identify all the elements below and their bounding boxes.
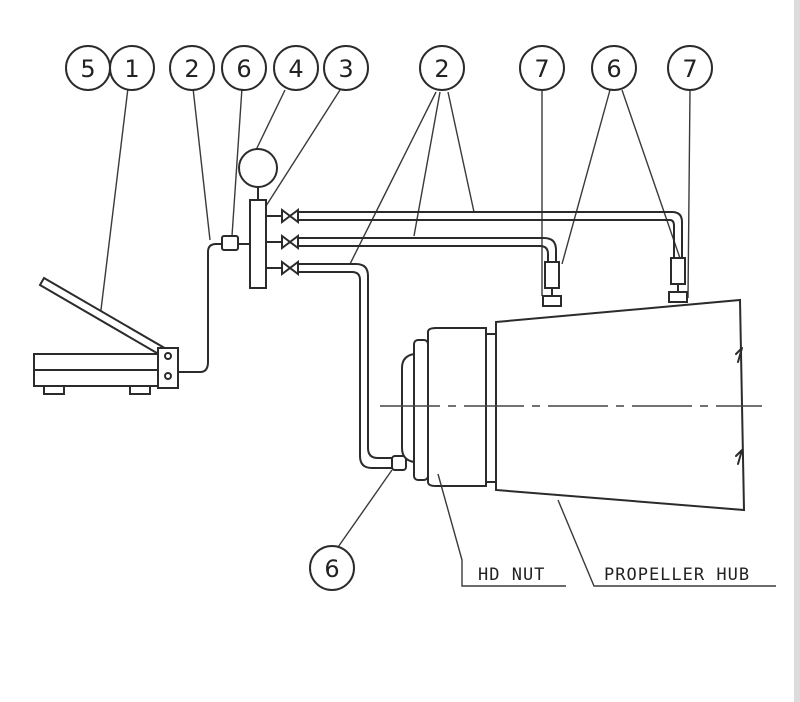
leader-3	[265, 89, 341, 207]
balloon-2: 2	[169, 45, 215, 91]
pump-pivot-bottom	[164, 372, 172, 380]
balloon-2-pipes: 2	[419, 45, 465, 91]
balloon-6-text: 6	[236, 55, 251, 83]
pipe-bottom	[298, 263, 394, 469]
balloon-5: 5	[65, 45, 111, 91]
hd-nut-body	[427, 327, 487, 487]
balloon-6-bottom: 6	[309, 545, 355, 591]
leader-2b-3	[447, 91, 475, 213]
coupling-left	[544, 261, 560, 289]
valve-bottom	[265, 260, 299, 276]
leader-6c	[335, 469, 393, 551]
image-right-edge	[794, 0, 800, 702]
leader-6b-1	[561, 89, 611, 265]
leader-2b-1	[349, 91, 437, 265]
balloon-3-text: 3	[338, 55, 353, 83]
balloon-1-text: 1	[124, 55, 139, 83]
hub-body	[495, 298, 746, 512]
leader-lines	[99, 87, 691, 551]
hd-nut-cap	[401, 352, 415, 464]
hub-couplings	[542, 257, 688, 307]
balloon-4: 4	[273, 45, 319, 91]
balloon-3: 3	[323, 45, 369, 91]
plug-right	[668, 291, 688, 303]
pump-pivot-top	[164, 352, 172, 360]
leader-7b	[687, 89, 691, 299]
leader-4	[255, 89, 286, 151]
check-valve-inlet	[221, 235, 239, 251]
balloon-7-left: 7	[519, 45, 565, 91]
balloon-6-bottom-text: 6	[324, 555, 339, 583]
pipe-top	[298, 211, 683, 258]
balloon-7-right-text: 7	[682, 55, 697, 83]
propeller-hub	[495, 298, 746, 512]
hydraulic-pump	[33, 276, 179, 395]
hd-nut-leader	[437, 473, 566, 587]
hub-break-marks	[735, 347, 743, 465]
gauge-dial	[238, 148, 278, 188]
balloon-7-left-text: 7	[534, 55, 549, 83]
balloon-2-text: 2	[184, 55, 199, 83]
leader-2a	[192, 87, 211, 241]
propeller-hub-label: PROPELLER HUB	[604, 565, 750, 585]
propeller-hub-leader	[557, 499, 776, 587]
outlet-valves	[265, 208, 299, 276]
plug-left	[542, 295, 562, 307]
balloon-2-pipes-text: 2	[434, 55, 449, 83]
balloon-1: 1	[109, 45, 155, 91]
pump-head	[157, 347, 179, 389]
balloon-6-top: 6	[591, 45, 637, 91]
hd-nut-flange	[485, 333, 497, 483]
pressure-gauge	[238, 148, 278, 201]
manifold-block	[249, 199, 267, 289]
balloon-4-text: 4	[288, 55, 303, 83]
leader-2b-2	[413, 91, 441, 237]
hd-nut-label: HD NUT	[478, 565, 545, 585]
label-leaders	[437, 473, 776, 587]
hd-nut-collar	[413, 339, 429, 481]
valve-top	[265, 208, 299, 224]
leader-6b-2	[621, 89, 683, 265]
pipe-middle	[298, 237, 557, 262]
valve-middle	[265, 234, 299, 250]
balloon-6-top-text: 6	[606, 55, 621, 83]
hd-nut	[401, 327, 497, 487]
pump-foot-right	[129, 385, 151, 395]
balloon-5-text: 5	[80, 55, 95, 83]
leader-6a	[231, 87, 243, 237]
coupling-right	[670, 257, 686, 285]
pump-hose	[178, 243, 222, 373]
balloon-6: 6	[221, 45, 267, 91]
check-valve-hd-nut	[391, 455, 407, 471]
leader-1	[99, 87, 129, 319]
balloon-7-right: 7	[667, 45, 713, 91]
pump-foot-left	[43, 385, 65, 395]
hydraulic-pipes	[298, 211, 683, 469]
